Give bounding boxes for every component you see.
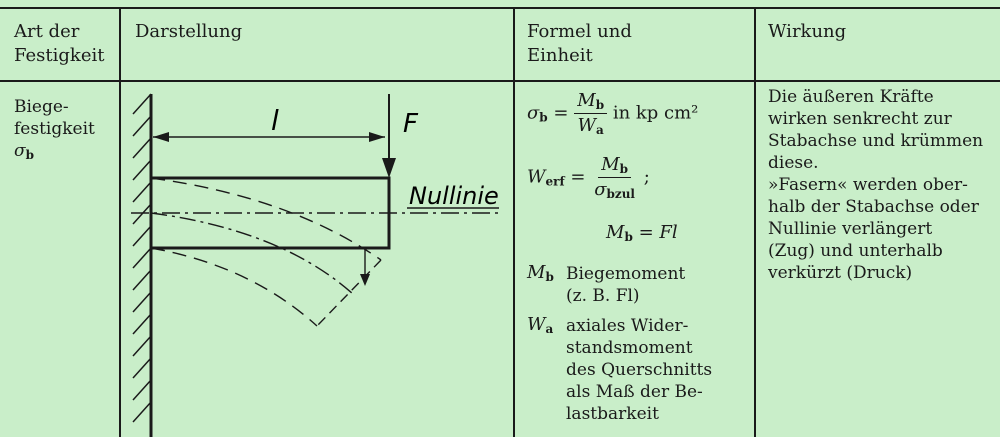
legend-symbol-moment: Mb <box>527 262 554 284</box>
dimension-arrow-left <box>153 132 169 142</box>
effect-line-1: Die äußeren Kräfte <box>768 87 934 107</box>
strength-type-line-2: festigkeit <box>14 119 95 139</box>
effect-line-5: »Fasern« werden ober- <box>768 175 968 195</box>
formula1-unit: in kp cm² <box>612 102 699 124</box>
legend-modulus-line-5: lastbarkeit <box>566 404 659 424</box>
table-top-border <box>0 7 1000 9</box>
header-bottom-border <box>0 80 1000 82</box>
force-label: F <box>403 109 419 139</box>
formula-moment: Mb = Fl <box>606 222 678 244</box>
formula1-den-sub: a <box>596 123 604 137</box>
effect-line-6: halb der Stabachse oder <box>768 197 979 217</box>
header-effect: Wirkung <box>768 21 847 42</box>
deflected-center-line <box>150 212 354 295</box>
col-divider-1 <box>119 7 121 437</box>
legend-moment-sym: M <box>527 262 546 283</box>
length-label: l <box>271 104 279 137</box>
header-type-line-1: Art der <box>14 21 80 42</box>
header-formula-line-1: Formel und <box>527 21 632 42</box>
formula1-num-sub: b <box>595 98 605 112</box>
formula3-lhs: M <box>606 222 625 243</box>
legend-modulus-line-1: axiales Wider- <box>566 316 689 336</box>
legend-moment-line-2: (z. B. Fl) <box>566 286 640 306</box>
formula1-equals: = <box>553 102 569 124</box>
sigma-symbol: σ <box>14 141 26 161</box>
formula2-tail: ; <box>643 166 650 188</box>
formula2-fraction: Mb σbzul <box>591 154 638 201</box>
wall-hatching <box>132 93 152 423</box>
formula2-num: M <box>601 154 620 175</box>
dimension-arrow-right <box>369 132 385 142</box>
strength-type-line-1: Biege- <box>14 97 69 117</box>
sigma-subscript: b <box>25 148 34 162</box>
legend-modulus-line-4: als Maß der Be- <box>566 382 703 402</box>
strength-type-symbol: σb <box>14 140 95 166</box>
effect-text: Die äußeren Kräfte wirken senkrecht zur … <box>768 86 983 284</box>
legend-moment-sub: b <box>545 270 554 284</box>
deflected-bottom-edge <box>150 247 318 327</box>
header-formula-line-2: Einheit <box>527 45 593 66</box>
col-divider-3 <box>754 7 756 437</box>
formula1-den: W <box>577 115 597 136</box>
formula2-lhs-sub: erf <box>545 174 565 189</box>
formula3-lhs-sub: b <box>624 230 633 244</box>
formula2-den: σ <box>594 179 607 200</box>
formula1-fraction: Mb Wa <box>574 90 608 137</box>
formula2-den-sub: bzul <box>606 187 636 201</box>
legend-text-modulus: axiales Wider- standsmoment des Querschn… <box>566 315 712 425</box>
legend-symbol-modulus: Wa <box>527 314 553 336</box>
legend-modulus-line-3: des Querschnitts <box>566 360 713 380</box>
strength-type: Biege- festigkeit σb <box>14 96 95 166</box>
neutral-label: Nullinie <box>409 182 499 210</box>
header-formula: Formel und Einheit <box>527 20 632 68</box>
legend-modulus-sym: W <box>527 314 546 335</box>
formula1-lhs: σ <box>527 102 540 124</box>
legend-moment-line-1: Biegemoment <box>566 264 686 284</box>
formula2-equals: = <box>570 166 586 188</box>
effect-line-8: (Zug) und unterhalb <box>768 241 943 261</box>
formula-section-modulus: Werf = Mb σbzul ; <box>527 154 650 201</box>
force-arrowhead <box>382 158 396 178</box>
effect-line-7: Nullinie verlängert <box>768 219 933 239</box>
effect-line-9: verkürzt (Druck) <box>768 263 913 283</box>
header-type-line-2: Festigkeit <box>14 45 105 66</box>
formula3-rhs: = Fl <box>638 222 678 243</box>
formula1-num: M <box>577 90 596 111</box>
legend-modulus-line-2: standsmoment <box>566 338 693 358</box>
legend-text-moment: Biegemoment (z. B. Fl) <box>566 263 685 307</box>
header-illustration: Darstellung <box>135 21 243 42</box>
deflected-top-edge <box>150 177 382 261</box>
effect-line-3: Stabachse und krümmen <box>768 131 984 151</box>
formula2-num-sub: b <box>619 162 629 176</box>
bending-diagram: l F Nullinie <box>131 93 501 437</box>
deflected-force-arrowhead <box>360 274 370 286</box>
formula2-lhs: W <box>527 166 546 188</box>
effect-line-2: wirken senkrecht zur <box>768 109 952 129</box>
legend-modulus-sub: a <box>545 322 554 336</box>
effect-line-4: diese. <box>768 153 819 173</box>
col-divider-2 <box>513 7 515 437</box>
formula1-lhs-sub: b <box>539 110 548 125</box>
header-type: Art der Festigkeit <box>14 20 104 68</box>
deflected-end <box>316 259 382 327</box>
formula-stress: σb = Mb Wa in kp cm² <box>527 90 698 137</box>
